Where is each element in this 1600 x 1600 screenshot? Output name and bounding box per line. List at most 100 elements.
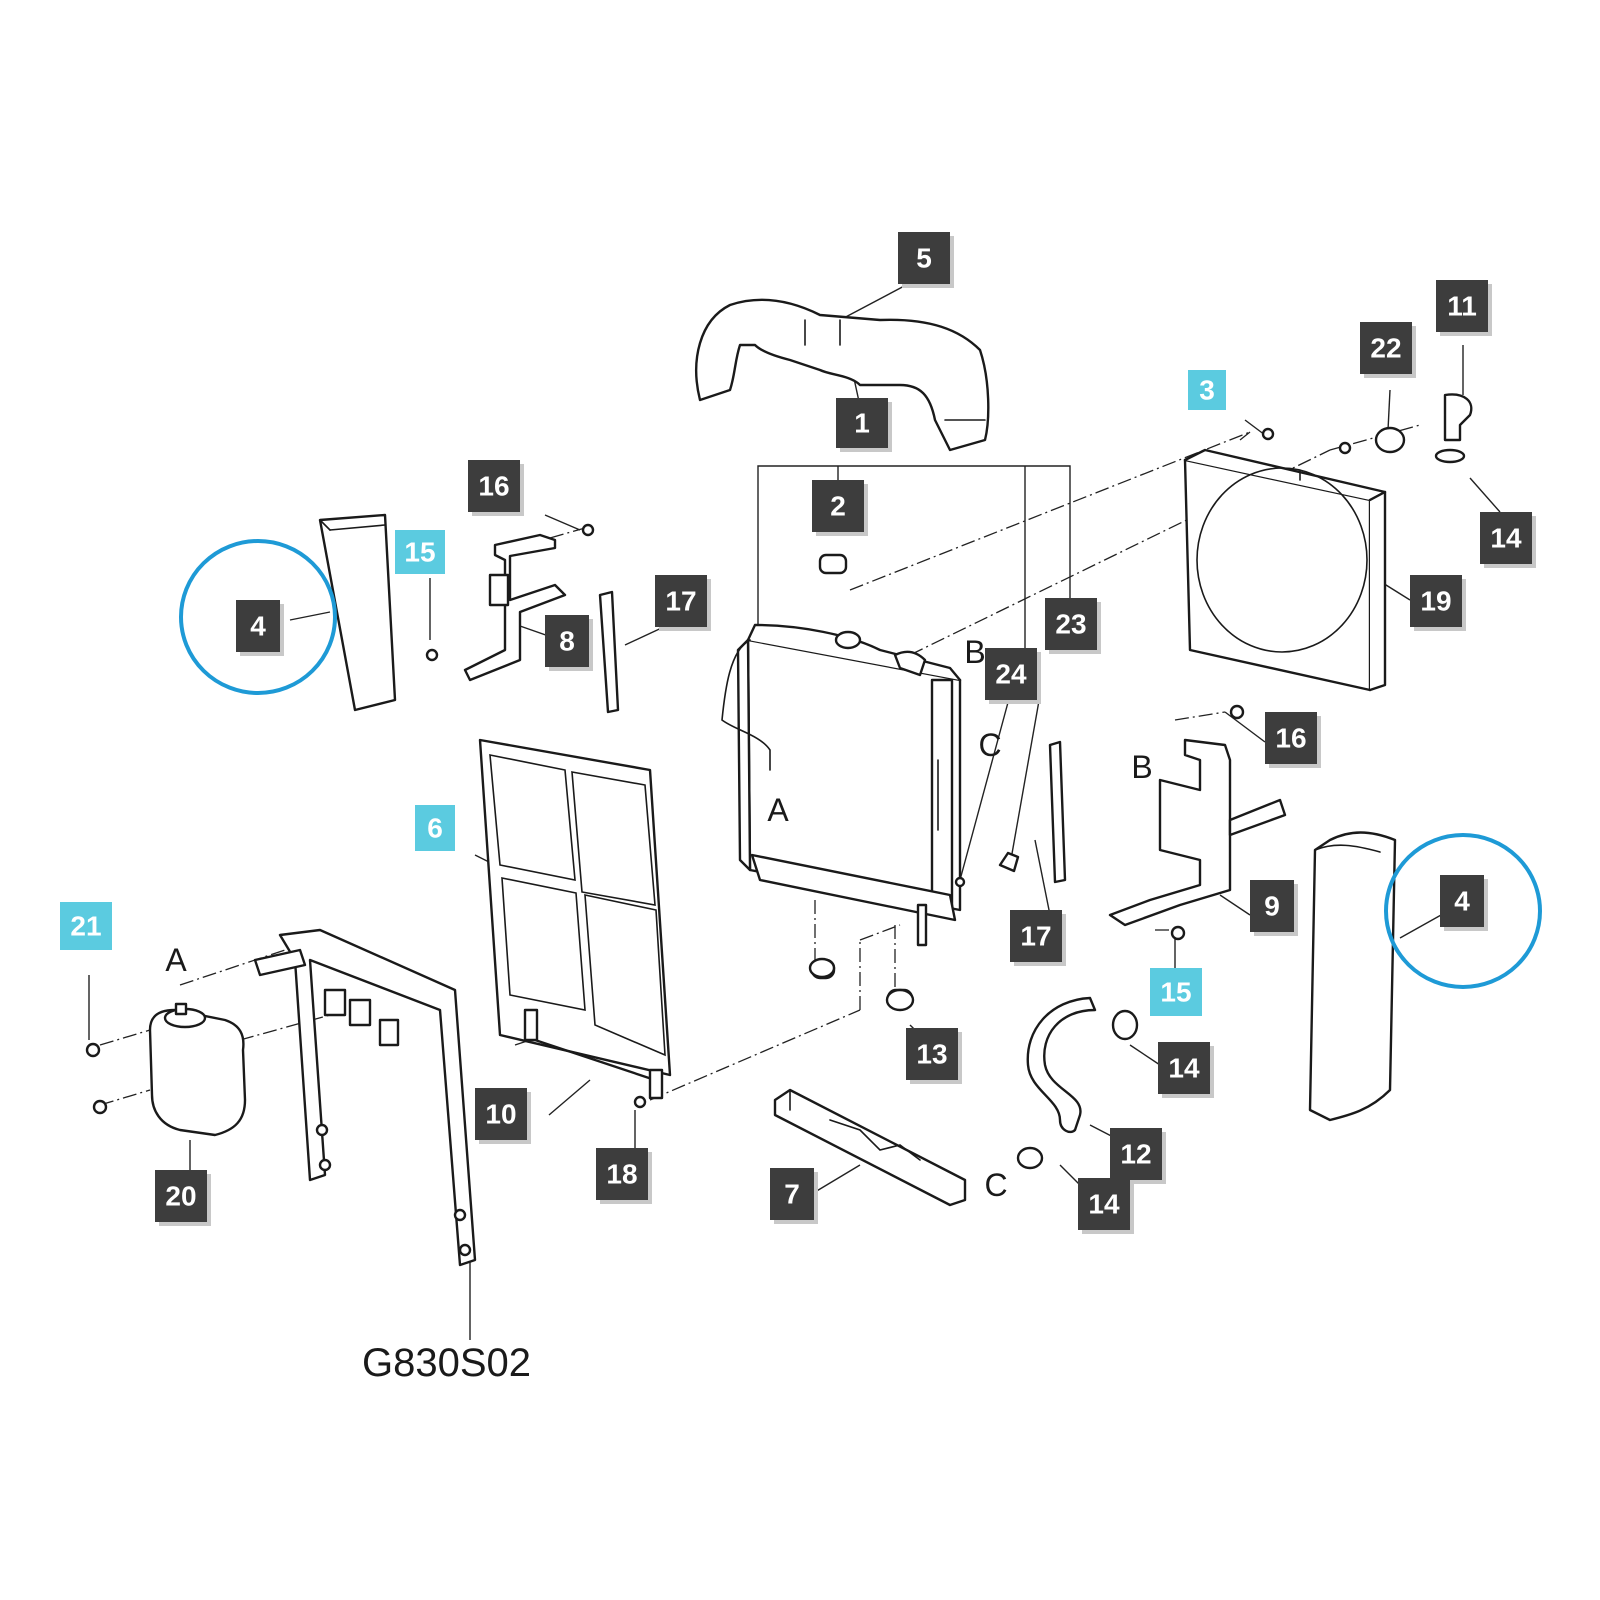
callout-box: [1480, 512, 1532, 564]
strip-seal-left: [598, 590, 620, 714]
callout-box: [1078, 1178, 1130, 1230]
callout-number: 14: [1490, 523, 1522, 554]
callout-number: 14: [1088, 1189, 1120, 1220]
highlight-circles: [179, 539, 1542, 989]
right-side-seal: [1308, 831, 1397, 1122]
thermostat-housing-parts: [1261, 393, 1473, 464]
callout-7: 7: [770, 1168, 818, 1224]
callout-box: [1045, 598, 1097, 650]
callout-number: 7: [784, 1179, 800, 1210]
callout-box: [395, 530, 445, 574]
callout-box: [475, 1088, 527, 1140]
callout-box: [1110, 1128, 1162, 1180]
callout-number: 20: [165, 1181, 196, 1212]
callout-box: [1188, 370, 1226, 410]
callout-box: [1158, 1042, 1210, 1094]
callout-number: 4: [1454, 886, 1470, 917]
callout-number: 16: [1275, 723, 1306, 754]
callout-22: 22: [1360, 322, 1416, 378]
ref-letter-c: C: [984, 1167, 1007, 1203]
callout-2: 2: [812, 480, 868, 536]
callout-14: 14: [1480, 512, 1536, 568]
lower-air-seal: [773, 1088, 967, 1207]
callout-box: [60, 902, 112, 950]
callout-number: 23: [1055, 609, 1086, 640]
callout-number: 15: [1160, 977, 1191, 1008]
callout-17: 17: [655, 575, 711, 631]
callout-box: [1440, 875, 1484, 927]
callout-24: 24: [985, 648, 1041, 704]
callout-4: 4: [236, 600, 284, 656]
ref-letter-a: A: [767, 792, 789, 828]
callout-12: 12: [1110, 1128, 1166, 1184]
callout-8: 8: [545, 615, 593, 671]
callout-14: 14: [1078, 1178, 1134, 1234]
callout-number: 12: [1120, 1139, 1151, 1170]
callout-number: 17: [665, 586, 696, 617]
callout-13: 13: [906, 1028, 962, 1084]
callout-box: [1360, 322, 1412, 374]
callout-box: [836, 398, 888, 448]
lower-hose: [1016, 996, 1139, 1170]
upper-air-shroud: [695, 298, 990, 452]
right-bracket: [1108, 704, 1287, 941]
callout-number: 22: [1370, 333, 1401, 364]
callout-number: 14: [1168, 1053, 1200, 1084]
callout-3-highlighted: 3: [1188, 370, 1226, 410]
highlight-circle-right: [1384, 833, 1542, 989]
callout-number: 11: [1447, 291, 1477, 322]
radiator-screen: [478, 738, 672, 1077]
callout-number: 10: [485, 1099, 516, 1130]
coolant-reservoir: [85, 1002, 247, 1137]
callout-23: 23: [1045, 598, 1101, 654]
left-side-seal: [318, 513, 397, 712]
strip-seal-right: [1048, 740, 1067, 884]
callout-box: [985, 648, 1037, 700]
callout-number: 17: [1020, 921, 1051, 952]
callout-number: 15: [404, 537, 435, 568]
highlight-circle-left: [179, 539, 337, 695]
callout-number: 13: [916, 1039, 947, 1070]
callout-number: 24: [995, 659, 1027, 690]
callout-number: 9: [1264, 891, 1280, 922]
callout-number: 4: [250, 611, 266, 642]
callout-box: [1265, 712, 1317, 764]
callout-number: 1: [854, 408, 870, 439]
callout-17: 17: [1010, 910, 1066, 966]
callout-number: 19: [1420, 586, 1451, 617]
callout-box: [155, 1170, 207, 1222]
callout-number: 3: [1199, 375, 1215, 406]
callout-10: 10: [475, 1088, 531, 1144]
ref-letter-b: B: [1131, 749, 1152, 785]
callout-4: 4: [1440, 875, 1488, 931]
callout-number: 18: [606, 1159, 637, 1190]
callout-19: 19: [1410, 575, 1466, 631]
ref-letter-b: B: [964, 634, 985, 670]
ref-letter-a: A: [165, 942, 187, 978]
callout-box: [898, 232, 950, 284]
callout-5: 5: [898, 232, 954, 288]
callout-21-highlighted: 21: [60, 902, 112, 950]
callout-number: 16: [478, 471, 509, 502]
callout-box: [1150, 968, 1202, 1016]
grommets: [808, 957, 915, 1012]
callout-box: [906, 1028, 958, 1080]
diagram-code: G830S02: [362, 1341, 531, 1385]
radiator-core: [721, 553, 1020, 1010]
callout-box: [812, 480, 864, 532]
callout-1: 1: [836, 398, 892, 452]
callout-9: 9: [1250, 880, 1298, 936]
callout-14: 14: [1158, 1042, 1214, 1098]
callout-box: [545, 615, 589, 667]
ref-letter-c: C: [978, 727, 1001, 763]
callout-box: [415, 805, 455, 851]
callout-20: 20: [155, 1170, 211, 1226]
callout-16: 16: [1265, 712, 1321, 768]
callout-number: 5: [916, 243, 932, 274]
callout-15-highlighted: 15: [1150, 968, 1202, 1016]
callout-18: 18: [596, 1148, 652, 1204]
callout-11: 11: [1436, 280, 1492, 336]
left-bracket: [425, 523, 595, 682]
